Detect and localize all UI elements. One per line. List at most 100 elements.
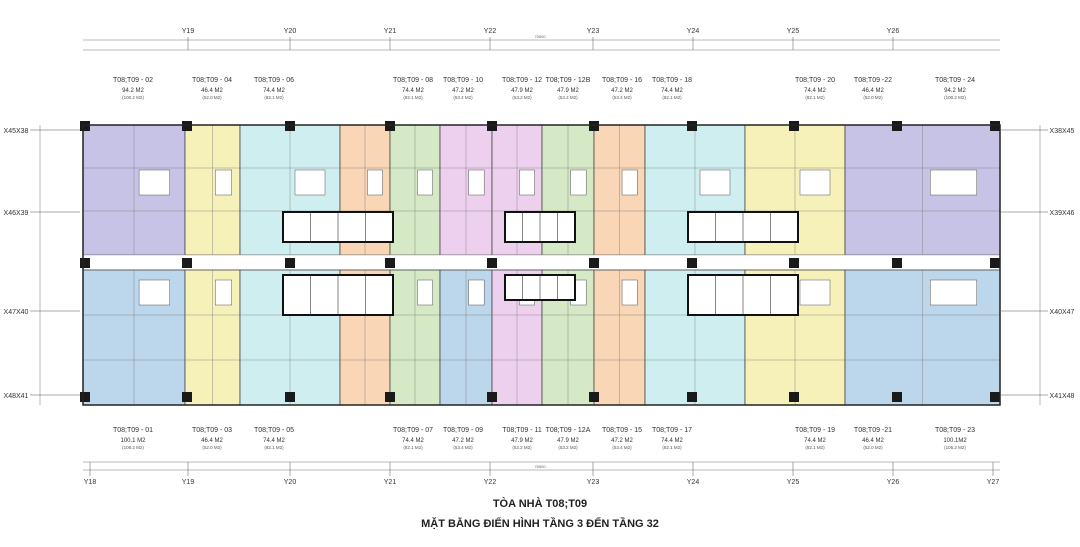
bathroom bbox=[930, 279, 977, 306]
column bbox=[80, 258, 90, 268]
unit-top-sub-area: (82.1 M2) bbox=[403, 95, 423, 100]
unit-bottom-name: T08;T09 - 19 bbox=[795, 427, 835, 434]
unit-top-name: T08;T09 - 04 bbox=[192, 77, 232, 84]
column bbox=[589, 258, 599, 268]
column bbox=[285, 121, 295, 131]
unit-top-name: T08;T09 - 16 bbox=[602, 77, 642, 84]
unit-bottom-area: 47.2 M2 bbox=[611, 438, 633, 444]
column bbox=[990, 121, 1000, 131]
unit-bottom-sub-area: (53.4 M2) bbox=[453, 445, 473, 450]
column bbox=[789, 392, 799, 402]
unit-top-name: T08;T09 - 10 bbox=[443, 77, 483, 84]
column bbox=[687, 258, 697, 268]
unit-bottom-sub-area: (106.2 M2) bbox=[944, 445, 966, 450]
unit-top-sub-area: (82.1 M2) bbox=[662, 95, 682, 100]
axis-left-label: X48X41 bbox=[4, 393, 29, 400]
unit-top-sub-area: (53.2 M2) bbox=[558, 95, 578, 100]
column bbox=[990, 258, 1000, 268]
unit-bottom-area: 100.1 M2 bbox=[120, 438, 146, 444]
bathroom bbox=[138, 279, 170, 306]
axis-bottom-label: Y18 bbox=[84, 479, 97, 486]
bathroom bbox=[367, 169, 383, 196]
axis-bottom-label: Y25 bbox=[787, 479, 800, 486]
unit-bottom-area: 74.4 M2 bbox=[263, 438, 285, 444]
unit-bottom-name: T08;T09 -21 bbox=[854, 427, 892, 434]
column bbox=[285, 392, 295, 402]
unit-top-name: T08;T09 - 06 bbox=[254, 77, 294, 84]
bathroom bbox=[417, 279, 433, 306]
structural-columns bbox=[80, 121, 1001, 406]
unit-bottom-name: T08;T09 - 12A bbox=[546, 427, 591, 434]
column bbox=[385, 392, 395, 402]
column bbox=[385, 121, 395, 131]
unit-bottom-sub-area: (82.1 M2) bbox=[662, 445, 682, 450]
unit-top-sub-area: (53.4 M2) bbox=[612, 95, 632, 100]
overall-dimension-bottom: 75500 bbox=[534, 464, 546, 469]
column bbox=[687, 392, 697, 402]
axis-top-label: Y21 bbox=[384, 28, 397, 35]
unit-top-area: 46.4 M2 bbox=[862, 88, 884, 94]
column bbox=[892, 392, 902, 402]
axis-bottom-label: Y24 bbox=[687, 479, 700, 486]
building-title: TÒA NHÀ T08;T09 bbox=[493, 497, 587, 510]
bathroom bbox=[468, 279, 485, 306]
unit-top-name: T08;T09 -22 bbox=[854, 77, 892, 84]
unit-bottom-name: T08;T09 - 17 bbox=[652, 427, 692, 434]
overall-dimension-top: 75500 bbox=[534, 34, 546, 39]
axis-right-label: X39X46 bbox=[1050, 210, 1075, 217]
unit-bottom-sub-area: (52.0 M2) bbox=[202, 445, 222, 450]
unit-bottom-name: T08;T09 - 03 bbox=[192, 427, 232, 434]
column bbox=[385, 258, 395, 268]
unit-top-area: 94.2 M2 bbox=[944, 88, 966, 94]
axis-bottom-label: Y19 bbox=[182, 479, 195, 486]
column bbox=[589, 121, 599, 131]
unit-bottom-area: 46.4 M2 bbox=[201, 438, 223, 444]
column bbox=[487, 121, 497, 131]
axis-bottom-label: Y21 bbox=[384, 479, 397, 486]
unit-bottom-area: 46.4 M2 bbox=[862, 438, 884, 444]
axis-top-label: Y19 bbox=[182, 28, 195, 35]
unit-top-name: T08;T09 - 20 bbox=[795, 77, 835, 84]
axis-top-label: Y22 bbox=[484, 28, 497, 35]
dimension-lines: 75500 75500 bbox=[39, 34, 1041, 471]
unit-bottom-sub-area: (106.2 M2) bbox=[122, 445, 144, 450]
bathroom bbox=[621, 279, 638, 306]
unit-top-sub-area: (100.2 M2) bbox=[944, 95, 966, 100]
column bbox=[182, 258, 192, 268]
unit-bottom-area: 100.1M2 bbox=[943, 438, 967, 444]
axis-bottom-label: Y23 bbox=[587, 479, 600, 486]
unit-bottom-area: 47.2 M2 bbox=[452, 438, 474, 444]
unit-top-sub-area: (82.1 M2) bbox=[264, 95, 284, 100]
column bbox=[892, 121, 902, 131]
axis-bottom-label: Y22 bbox=[484, 479, 497, 486]
column bbox=[182, 121, 192, 131]
column bbox=[487, 392, 497, 402]
unit-bottom-area: 74.4 M2 bbox=[661, 438, 683, 444]
building-core bbox=[282, 211, 799, 316]
axis-right-label: X38X45 bbox=[1050, 128, 1075, 135]
axis-top-label: Y23 bbox=[587, 28, 600, 35]
unit-top-name: T08;T09 - 24 bbox=[935, 77, 975, 84]
unit-bottom-name: T08;T09 - 15 bbox=[602, 427, 642, 434]
unit-bottom-name: T08;T09 - 07 bbox=[393, 427, 433, 434]
bathroom bbox=[699, 169, 731, 196]
bathroom bbox=[417, 169, 433, 196]
column bbox=[80, 121, 90, 131]
column bbox=[990, 392, 1000, 402]
bathroom bbox=[294, 169, 326, 196]
axis-left-label: X45X38 bbox=[4, 128, 29, 135]
bathroom bbox=[468, 169, 485, 196]
column bbox=[487, 258, 497, 268]
unit-bottom-name: T08;T09 - 23 bbox=[935, 427, 975, 434]
unit-top-name: T08;T09 - 08 bbox=[393, 77, 433, 84]
bathroom bbox=[621, 169, 638, 196]
axis-top-label: Y26 bbox=[887, 28, 900, 35]
unit-top-name: T08;T09 - 12B bbox=[546, 77, 591, 84]
unit-top-name: T08;T09 - 12 bbox=[502, 77, 542, 84]
bathroom bbox=[215, 279, 232, 306]
axis-top-label: Y24 bbox=[687, 28, 700, 35]
unit-bottom-sub-area: (82.1 M2) bbox=[403, 445, 423, 450]
